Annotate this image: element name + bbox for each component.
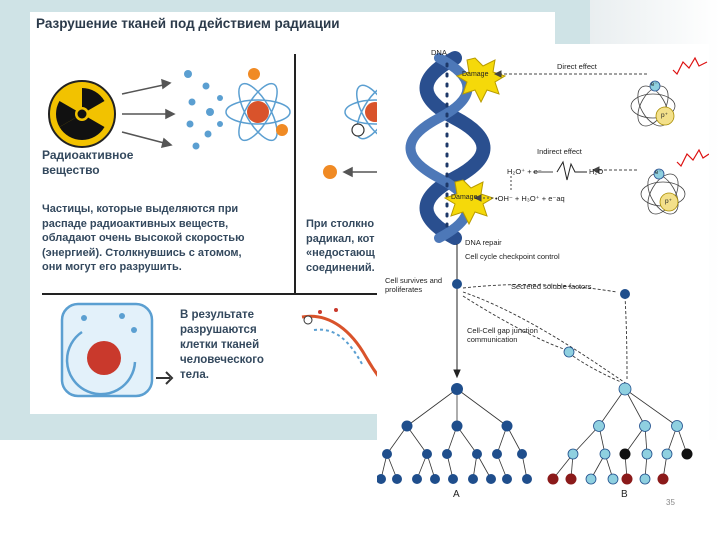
label-b: B bbox=[621, 490, 628, 499]
electron-label-2: e⁻ bbox=[655, 169, 662, 178]
survival-node bbox=[452, 279, 462, 289]
dna-repair-label: DNA repair bbox=[465, 238, 502, 247]
source-label: Радиоактивное вещество bbox=[42, 148, 133, 178]
energy-wave-icon bbox=[557, 162, 587, 180]
gap-node bbox=[564, 347, 574, 357]
direct-effect-label: Direct effect bbox=[557, 62, 597, 71]
damage-label-2: Damage bbox=[451, 193, 477, 202]
radiation-wave-icon-2 bbox=[677, 150, 709, 166]
electron-arrow bbox=[344, 168, 380, 176]
tree-b-root bbox=[619, 383, 631, 395]
particles-description: Частицы, которые выделяются при распаде … bbox=[42, 202, 244, 275]
dna-diagram-drawing bbox=[377, 44, 709, 501]
dead-cells bbox=[620, 449, 693, 460]
lineage-tree-b bbox=[553, 389, 687, 479]
proton-label-1: p⁺ bbox=[661, 111, 668, 120]
pathway-lines bbox=[454, 244, 460, 377]
lineage-tree-a bbox=[381, 389, 527, 479]
atom-icon bbox=[226, 68, 290, 146]
soluble-factors-label: Secreted soluble factors bbox=[511, 282, 591, 291]
cell-icon bbox=[62, 304, 172, 396]
direct-effect-arrow bbox=[495, 71, 647, 77]
atom-icon-indirect bbox=[641, 169, 685, 219]
equation-products: •OH⁻ + H₃O⁺ + e⁻aq bbox=[495, 194, 565, 203]
gap-junction-label: Cell-Cell gap junction communication bbox=[467, 326, 538, 344]
checkpoint-label: Cell cycle checkpoint control bbox=[465, 252, 560, 261]
collision-description: При столкно радикал, кот «недостающ соед… bbox=[306, 217, 375, 275]
infographic-title: Разрушение тканей под действием радиации bbox=[36, 16, 340, 31]
page-number: 35 bbox=[666, 498, 675, 507]
dna-damage-diagram: DNA Damage Damage Direct effect Indirect… bbox=[377, 44, 709, 501]
equation-left: H₂O⁺ + e⁻ bbox=[507, 167, 542, 176]
indirect-effect-label: Indirect effect bbox=[537, 147, 582, 156]
emission-arrows bbox=[122, 80, 174, 147]
electron-label-1: e⁻ bbox=[651, 81, 658, 90]
label-a: A bbox=[453, 490, 460, 499]
damage-label-1: Damage bbox=[462, 70, 488, 79]
particles bbox=[184, 70, 223, 150]
result-description: В результате разрушаются клетки тканей ч… bbox=[180, 308, 264, 383]
soluble-node bbox=[620, 289, 630, 299]
radiation-symbol-icon bbox=[48, 81, 115, 147]
survives-label: Cell survives and proliferates bbox=[385, 276, 442, 294]
radiation-wave-icon bbox=[673, 58, 707, 74]
equation-right: H₂O bbox=[589, 167, 603, 176]
electron-sign: − bbox=[261, 86, 267, 97]
free-electron bbox=[323, 165, 337, 179]
dna-label: DNA bbox=[431, 48, 447, 57]
proton-label-2: p⁺ bbox=[665, 197, 672, 206]
